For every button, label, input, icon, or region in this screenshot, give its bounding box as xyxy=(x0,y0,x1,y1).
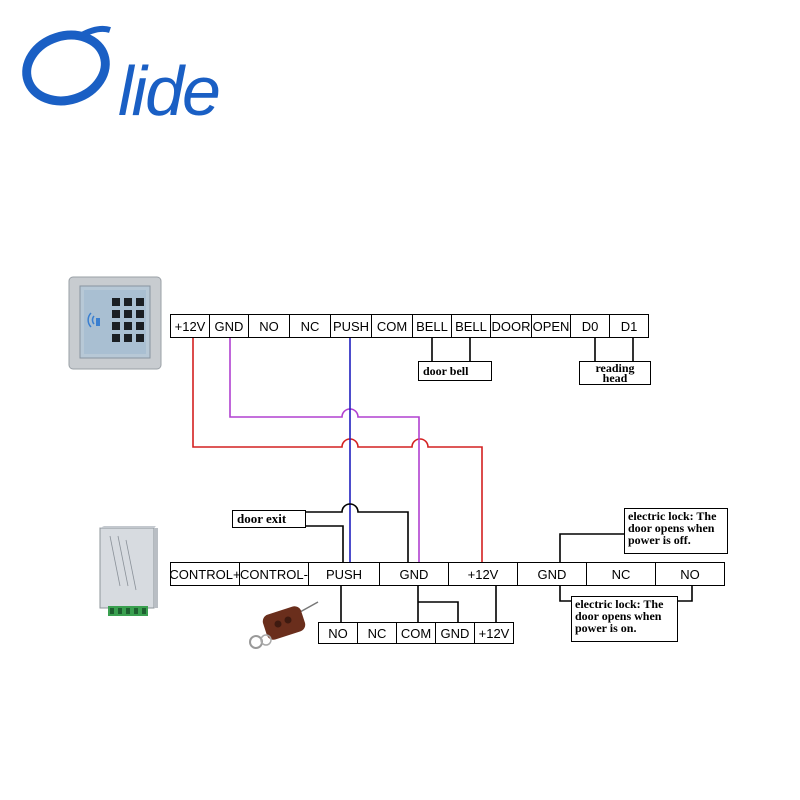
relay-terminal-gnd: GND xyxy=(436,623,475,643)
terminal-door: DOOR xyxy=(491,315,532,337)
terminal-com: COM xyxy=(372,315,413,337)
terminal-lock-gnd: GND xyxy=(518,563,587,585)
terminal-12v: +12V xyxy=(171,315,210,337)
relay-terminal-nc: NC xyxy=(358,623,397,643)
wire-lock-on xyxy=(559,584,693,602)
wire-bell xyxy=(431,336,471,361)
lock-power-off-label: electric lock: The door opens when power… xyxy=(624,508,728,554)
reading-head-label: reading head xyxy=(579,361,651,385)
door-exit-label: door exit xyxy=(232,510,306,528)
terminal-push: PUSH xyxy=(309,563,380,585)
remote-control-icon xyxy=(249,601,319,649)
terminal-d1: D1 xyxy=(620,318,638,334)
terminal-control-minus: CONTROL- xyxy=(240,563,309,585)
relay-terminal-no: NO xyxy=(319,623,358,643)
logo-o-icon xyxy=(22,25,111,106)
wire-door-exit xyxy=(306,503,409,562)
logo-text: lide xyxy=(118,52,221,130)
terminal-lock-no: NO xyxy=(680,566,700,582)
olide-logo: lide xyxy=(18,22,233,126)
power-supply xyxy=(96,524,160,627)
remote-control xyxy=(244,600,320,657)
controller-terminal-block: +12V GND NO NC PUSH COM BELL BELL DOOR O… xyxy=(170,314,649,338)
terminal-bell-1: BELL xyxy=(413,315,452,337)
terminal-12v: +12V xyxy=(449,563,518,585)
wire-reading-head xyxy=(594,336,634,361)
terminal-bell-2: BELL xyxy=(452,315,491,337)
terminal-d0: D0 xyxy=(571,315,610,337)
lock-power-on-label: electric lock: The door opens when power… xyxy=(571,596,678,642)
keypad-reader xyxy=(68,276,162,375)
relay-terminal-com: COM xyxy=(397,623,436,643)
door-bell-label: door bell xyxy=(418,361,492,381)
wire-red xyxy=(192,336,483,562)
wire-lock-off xyxy=(559,533,624,562)
relay-terminal-12v: +12V xyxy=(478,625,510,641)
terminal-gnd: GND xyxy=(210,315,249,337)
terminal-nc: NC xyxy=(290,315,331,337)
wire-relay xyxy=(340,584,497,622)
terminal-push: PUSH xyxy=(331,315,372,337)
power-supply-icon xyxy=(99,524,158,616)
terminal-open: OPEN xyxy=(532,315,571,337)
power-terminal-block: CONTROL+ CONTROL- PUSH GND +12V GND NC N… xyxy=(170,562,725,586)
terminal-control-plus: CONTROL+ xyxy=(171,563,240,585)
terminal-lock-nc: NC xyxy=(587,563,656,585)
relay-terminal-block: NO NC COM GND +12V xyxy=(318,622,514,644)
terminal-gnd: GND xyxy=(380,563,449,585)
keypad-reader-icon xyxy=(68,276,162,370)
terminal-no: NO xyxy=(249,315,290,337)
wire-purple xyxy=(229,336,420,562)
